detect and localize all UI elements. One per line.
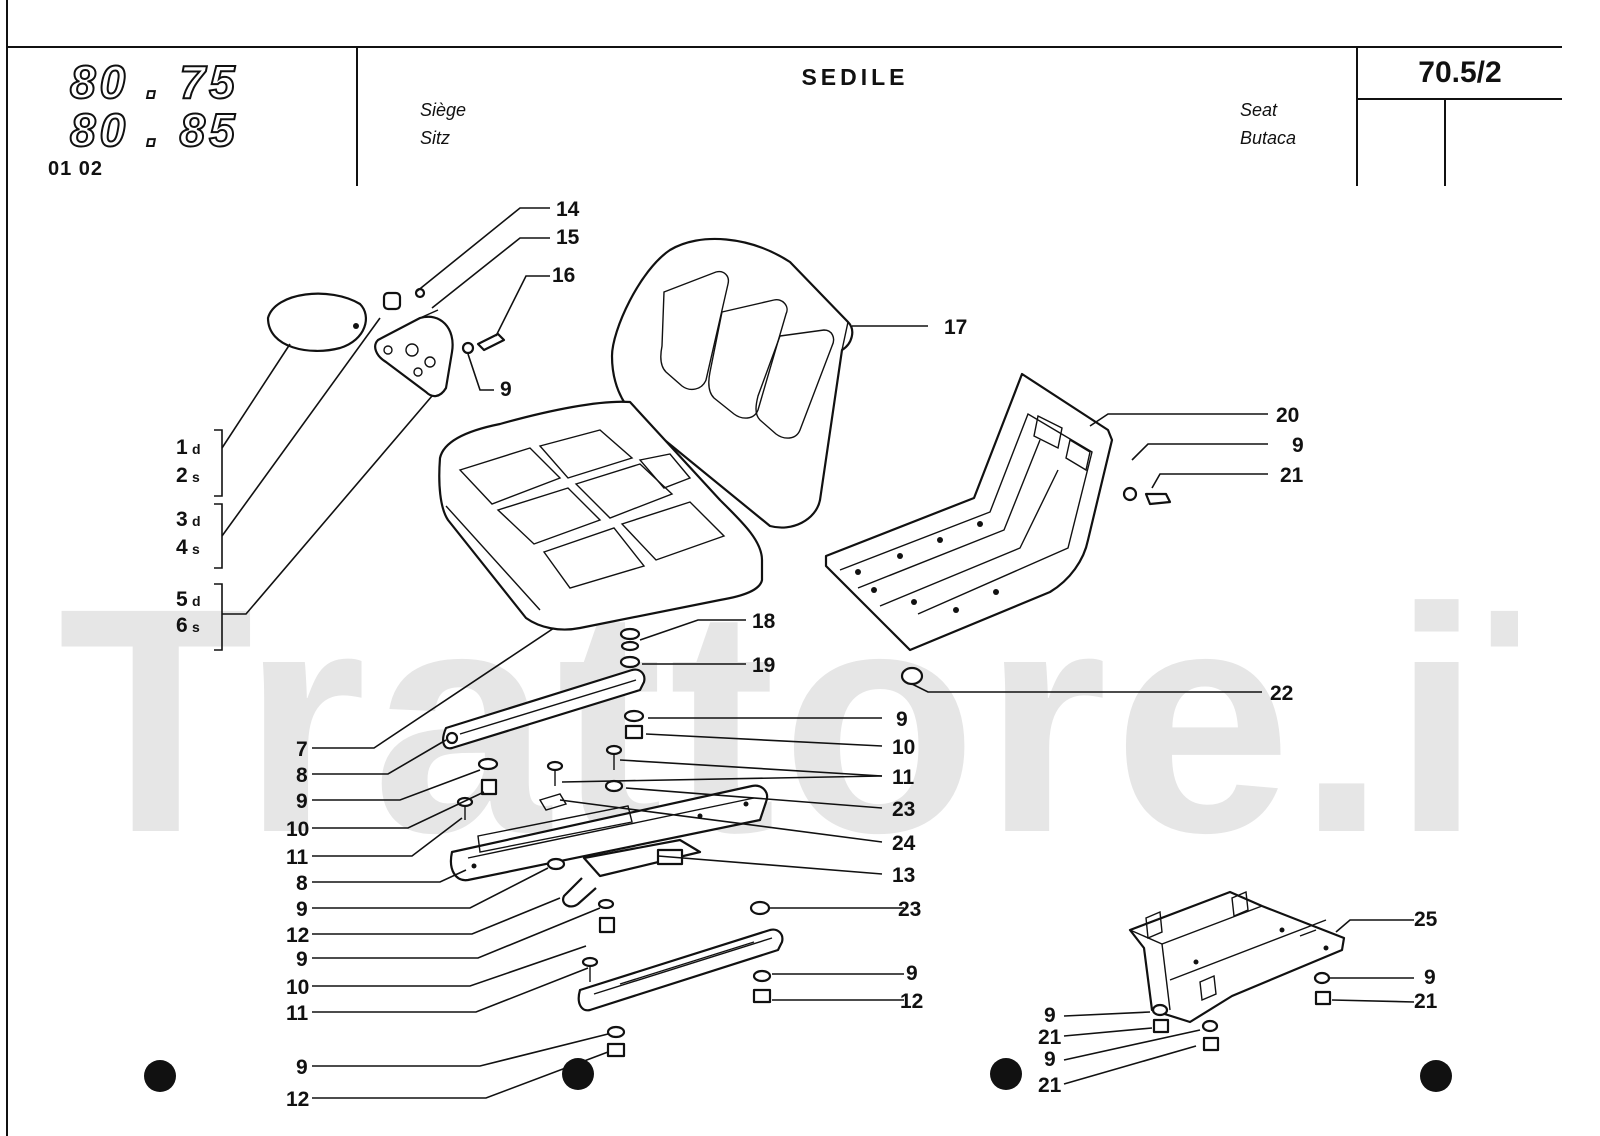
callout-9: 9 xyxy=(296,948,308,971)
armrest-bracket xyxy=(374,287,506,398)
callout-23: 23 xyxy=(892,798,915,821)
callout-9: 9 xyxy=(1292,434,1304,457)
callout-14: 14 xyxy=(556,198,580,221)
callout-4: 4 xyxy=(176,536,188,559)
callout-9: 9 xyxy=(296,1056,308,1079)
callout-2-side: s xyxy=(192,469,200,485)
callout-21: 21 xyxy=(1038,1074,1062,1097)
callout-10: 10 xyxy=(892,736,915,759)
callout-2: 2 xyxy=(176,464,188,487)
callout-11: 11 xyxy=(892,766,915,789)
callout-6-side: s xyxy=(192,619,200,635)
model-codes: 01 02 xyxy=(48,158,104,180)
callout-9: 9 xyxy=(296,898,308,921)
callout-11: 11 xyxy=(286,1002,309,1025)
punch-hole xyxy=(562,1058,594,1090)
callout-6: 6 xyxy=(176,614,188,637)
callout-21: 21 xyxy=(1038,1026,1062,1049)
callout-10: 10 xyxy=(286,818,309,841)
seat-pan xyxy=(824,372,1172,652)
callout-13: 13 xyxy=(892,864,915,887)
callout-25: 25 xyxy=(1414,908,1438,931)
callout-21: 21 xyxy=(1414,990,1438,1013)
callout-5-side: d xyxy=(192,593,201,609)
callout-12: 12 xyxy=(900,990,923,1013)
callout-16: 16 xyxy=(552,264,575,287)
callout-7: 7 xyxy=(296,738,308,761)
callout-8: 8 xyxy=(296,764,308,787)
callout-10: 10 xyxy=(286,976,309,999)
leader-lines xyxy=(221,207,1415,1099)
page-no-box-divider xyxy=(1444,98,1446,186)
header-top-rule xyxy=(6,46,1562,48)
callout-12: 12 xyxy=(286,1088,309,1111)
callout-8: 8 xyxy=(296,872,308,895)
callout-9: 9 xyxy=(296,790,308,813)
callout-9: 9 xyxy=(906,962,918,985)
model-line-2: 80 . 85 xyxy=(69,104,239,156)
model-logo: 80 . 75 80 . 85 xyxy=(69,56,239,156)
group-brackets xyxy=(214,429,223,651)
callout-23: 23 xyxy=(898,898,921,921)
page-title: SEDILE xyxy=(801,64,909,90)
title-german: Sitz xyxy=(420,128,451,148)
callout-15: 15 xyxy=(556,226,580,249)
page-number: 70.5/2 xyxy=(1418,56,1502,89)
title-spanish: Butaca xyxy=(1240,128,1297,148)
watermark: Trattore.iT xyxy=(58,560,1518,880)
bottom-slide-rail xyxy=(577,928,784,1012)
title-english: Seat xyxy=(1240,100,1278,120)
callout-20: 20 xyxy=(1276,404,1299,427)
title-french: Siège xyxy=(420,100,467,120)
callout-labels: 14 15 16 9 17 1 d 2 s 3 d 4 s 5 d 6 s 20… xyxy=(176,198,1438,1111)
header-divider-right xyxy=(1356,46,1358,186)
callout-4-side: s xyxy=(192,541,200,557)
punch-hole xyxy=(144,1060,176,1092)
header-divider-left xyxy=(356,46,358,186)
callout-22: 22 xyxy=(1270,682,1293,705)
callout-5: 5 xyxy=(176,588,188,611)
callout-9: 9 xyxy=(896,708,908,731)
callout-3: 3 xyxy=(176,508,188,531)
hardware-fasteners xyxy=(456,627,1332,1058)
callout-1-side: d xyxy=(192,441,201,457)
callout-9: 9 xyxy=(1044,1004,1056,1027)
upper-slide-rail xyxy=(442,668,646,750)
page-no-box-rule xyxy=(1356,98,1562,100)
callout-24: 24 xyxy=(892,832,916,855)
seat-cushion xyxy=(438,400,764,631)
punch-hole xyxy=(1420,1060,1452,1092)
callout-17: 17 xyxy=(944,316,967,339)
callout-19: 19 xyxy=(752,654,775,677)
punch-holes xyxy=(144,1058,1452,1092)
callout-11: 11 xyxy=(286,846,309,869)
armrest-pad xyxy=(266,292,368,352)
callout-3-side: d xyxy=(192,513,201,529)
callout-21: 21 xyxy=(1280,464,1304,487)
model-line-1: 80 . 75 xyxy=(69,56,239,108)
lower-slide-assembly xyxy=(449,784,769,908)
punch-hole xyxy=(990,1058,1022,1090)
callout-18: 18 xyxy=(752,610,776,633)
callout-1: 1 xyxy=(176,436,188,459)
callout-12: 12 xyxy=(286,924,309,947)
callout-9: 9 xyxy=(500,378,512,401)
mounting-bracket xyxy=(1128,890,1346,1024)
callout-9: 9 xyxy=(1044,1048,1056,1071)
page-left-border xyxy=(6,0,8,1136)
callout-9: 9 xyxy=(1424,966,1436,989)
